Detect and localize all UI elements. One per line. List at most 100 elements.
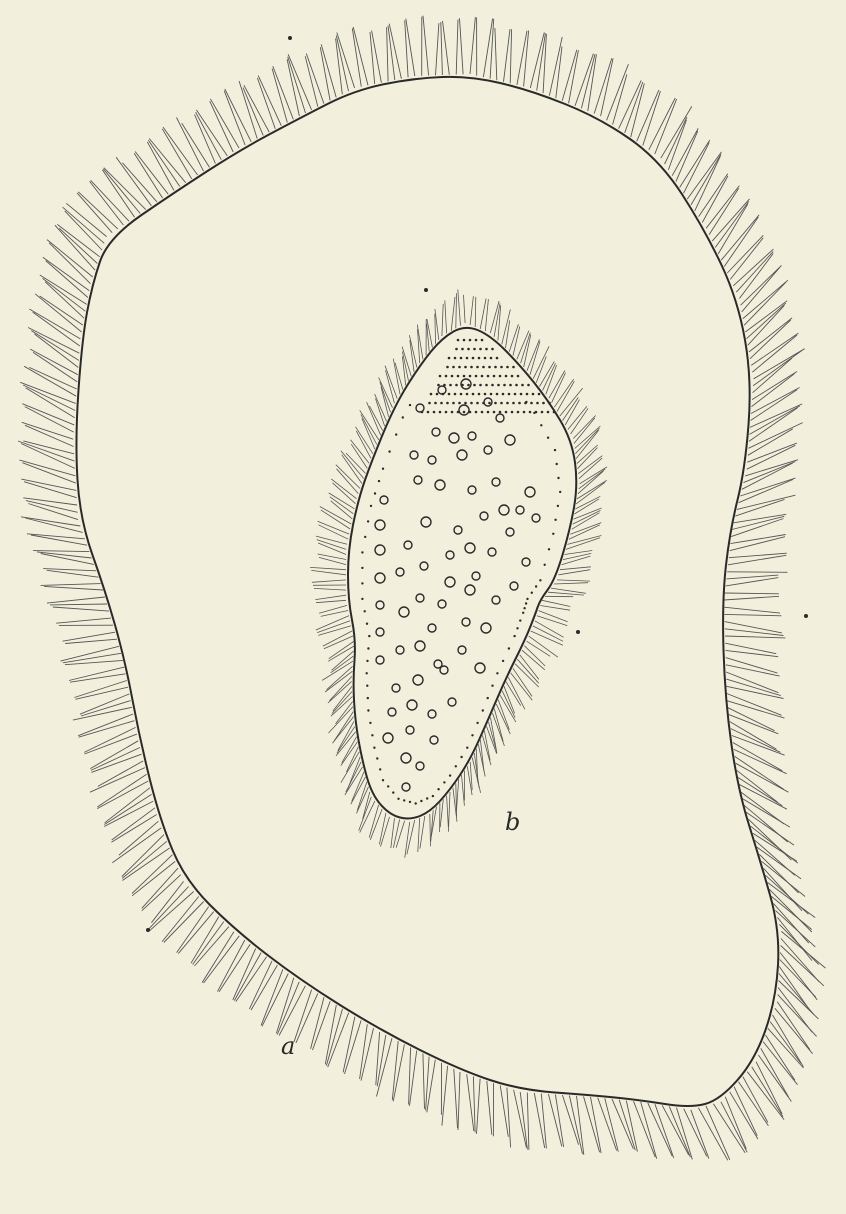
- stipple-dot: [458, 402, 461, 405]
- cilium: [363, 792, 370, 819]
- inner-dot: [366, 660, 368, 662]
- vacuole: [428, 456, 436, 464]
- stipple-dot: [457, 375, 460, 378]
- vacuole: [484, 446, 492, 454]
- stipple-dot: [458, 366, 461, 369]
- vacuole: [438, 600, 446, 608]
- stipple-dot: [494, 366, 497, 369]
- cilium: [325, 1005, 336, 1064]
- stipple-dot: [488, 366, 491, 369]
- cilium: [726, 672, 778, 693]
- cilium: [726, 575, 778, 579]
- stipple-dot: [542, 402, 545, 405]
- stipple-dot: [475, 411, 478, 414]
- inner-dot: [373, 747, 375, 749]
- cilium: [734, 514, 787, 523]
- cilium: [104, 801, 153, 826]
- inner-dot: [432, 795, 434, 797]
- cilium: [747, 303, 786, 339]
- cilium: [744, 462, 796, 483]
- cilium: [747, 443, 797, 462]
- stipple-dot: [532, 393, 535, 396]
- cilium: [134, 153, 162, 198]
- cilium: [565, 400, 579, 425]
- vacuole: [522, 558, 530, 566]
- cilium: [770, 1022, 801, 1064]
- vacuole: [375, 545, 385, 555]
- cilium: [480, 299, 486, 330]
- stipple-dot: [511, 411, 514, 414]
- inner-dot: [496, 672, 498, 674]
- vacuole: [468, 432, 476, 440]
- cilium: [520, 1092, 527, 1150]
- inner-dot: [409, 801, 411, 803]
- inner-dot: [437, 788, 439, 790]
- cilium: [84, 727, 135, 752]
- stipple-dot: [427, 411, 430, 414]
- stipple-dot: [473, 384, 476, 387]
- cilium: [514, 1090, 527, 1148]
- cilium: [781, 946, 824, 986]
- inner-dot: [379, 768, 381, 770]
- cilium: [655, 1104, 674, 1158]
- cilium: [475, 297, 476, 327]
- vacuole: [449, 433, 459, 443]
- vacuole: [407, 700, 417, 710]
- inner-dot: [366, 672, 368, 674]
- inner-dot: [361, 598, 363, 600]
- cilium: [506, 320, 510, 348]
- stipple-dot: [463, 339, 466, 342]
- stipple-dot: [514, 393, 517, 396]
- inner-dot: [367, 697, 369, 699]
- stipple-dot: [538, 393, 541, 396]
- cilium: [541, 1094, 546, 1149]
- cilium: [504, 29, 511, 82]
- inner-dot: [466, 747, 468, 749]
- stipple-dot: [520, 393, 523, 396]
- cilium: [329, 493, 355, 509]
- cilium: [50, 604, 107, 605]
- cilium: [605, 1098, 619, 1151]
- cilium: [331, 656, 354, 673]
- speck: [288, 36, 292, 40]
- cilium: [742, 268, 780, 312]
- inner-dot: [508, 647, 510, 649]
- cilium: [482, 735, 491, 765]
- stipple-dot: [440, 402, 443, 405]
- cilium: [33, 312, 80, 346]
- cilium: [351, 777, 366, 804]
- inner-dot: [502, 660, 504, 662]
- vacuole: [415, 641, 425, 651]
- cilium: [569, 1096, 582, 1155]
- stipple-dot: [446, 402, 449, 405]
- inner-dot: [364, 536, 366, 538]
- cilium: [677, 1108, 693, 1160]
- inner-dot: [415, 802, 417, 804]
- stipple-dot: [506, 366, 509, 369]
- inner-dot: [370, 505, 372, 507]
- inner-dot: [378, 480, 380, 482]
- inner-dot: [522, 612, 524, 614]
- cilium: [380, 382, 391, 412]
- cilium: [343, 1017, 355, 1073]
- vacuole: [406, 726, 414, 734]
- vacuole: [454, 526, 462, 534]
- stipple-dot: [475, 375, 478, 378]
- cilium: [745, 301, 787, 332]
- cilium: [239, 81, 257, 139]
- cilium: [436, 23, 439, 75]
- cilium: [751, 390, 798, 421]
- stipple-dot: [511, 375, 514, 378]
- cilium: [725, 622, 782, 633]
- inner-dot: [364, 610, 366, 612]
- cilium: [779, 974, 814, 1015]
- cilium: [85, 734, 137, 754]
- cell-a-cilia: [18, 16, 826, 1161]
- cilium: [312, 580, 346, 582]
- inner-dot: [552, 533, 554, 535]
- stipple-dot: [499, 411, 502, 414]
- stipple-dot: [485, 348, 488, 351]
- cilium: [490, 19, 494, 79]
- vacuole: [376, 601, 384, 609]
- cilium: [123, 163, 158, 202]
